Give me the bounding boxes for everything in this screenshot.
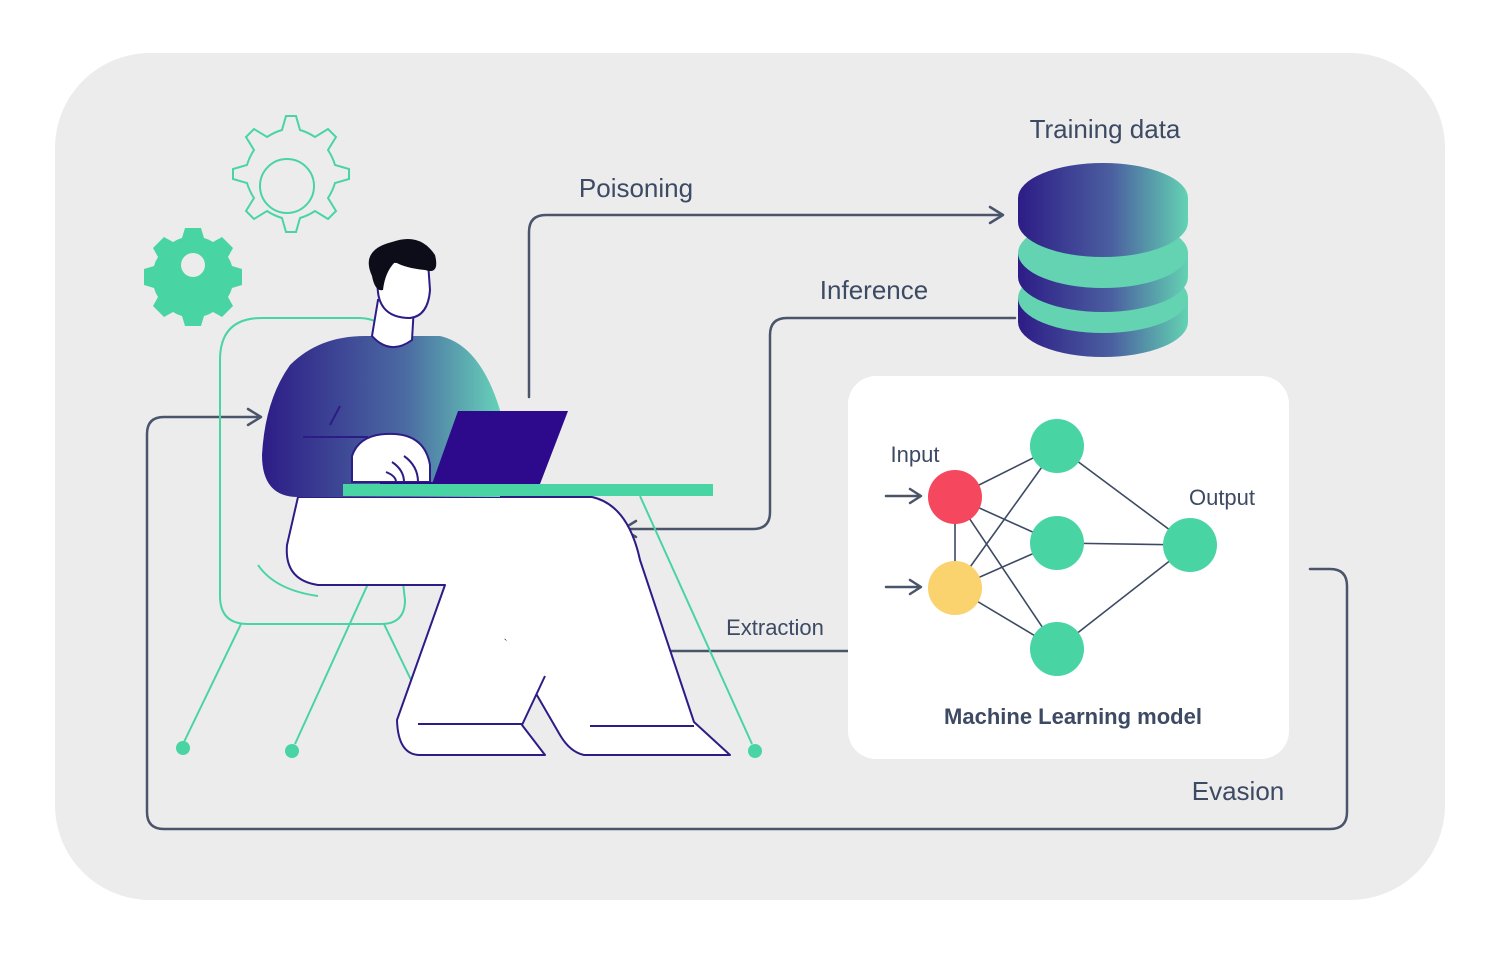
input-node-red bbox=[928, 470, 982, 524]
gear-icon bbox=[232, 115, 350, 233]
desk-top bbox=[343, 484, 713, 496]
label-input: Input bbox=[891, 442, 940, 467]
input-node-yellow bbox=[928, 561, 982, 615]
evasion-flow-line bbox=[145, 407, 1349, 831]
label-inference: Inference bbox=[820, 275, 928, 305]
label-poisoning: Poisoning bbox=[579, 173, 693, 203]
label-output: Output bbox=[1189, 485, 1255, 510]
network-edges bbox=[954, 445, 1191, 650]
hidden-node-1 bbox=[1030, 419, 1084, 473]
hidden-node-3 bbox=[1030, 622, 1084, 676]
neural-network bbox=[884, 419, 1217, 676]
poisoning-flow-line bbox=[527, 205, 1005, 399]
hidden-node-2 bbox=[1030, 516, 1084, 570]
label-evasion: Evasion bbox=[1192, 776, 1285, 806]
label-extraction: Extraction bbox=[726, 615, 824, 640]
label-training-data: Training data bbox=[1030, 114, 1181, 144]
database-icon bbox=[1018, 163, 1188, 357]
input-arrows bbox=[884, 487, 923, 596]
person-illustration bbox=[262, 238, 731, 756]
output-node bbox=[1163, 518, 1217, 572]
label-ml-model: Machine Learning model bbox=[944, 704, 1202, 729]
gear-small-icon bbox=[144, 228, 242, 326]
